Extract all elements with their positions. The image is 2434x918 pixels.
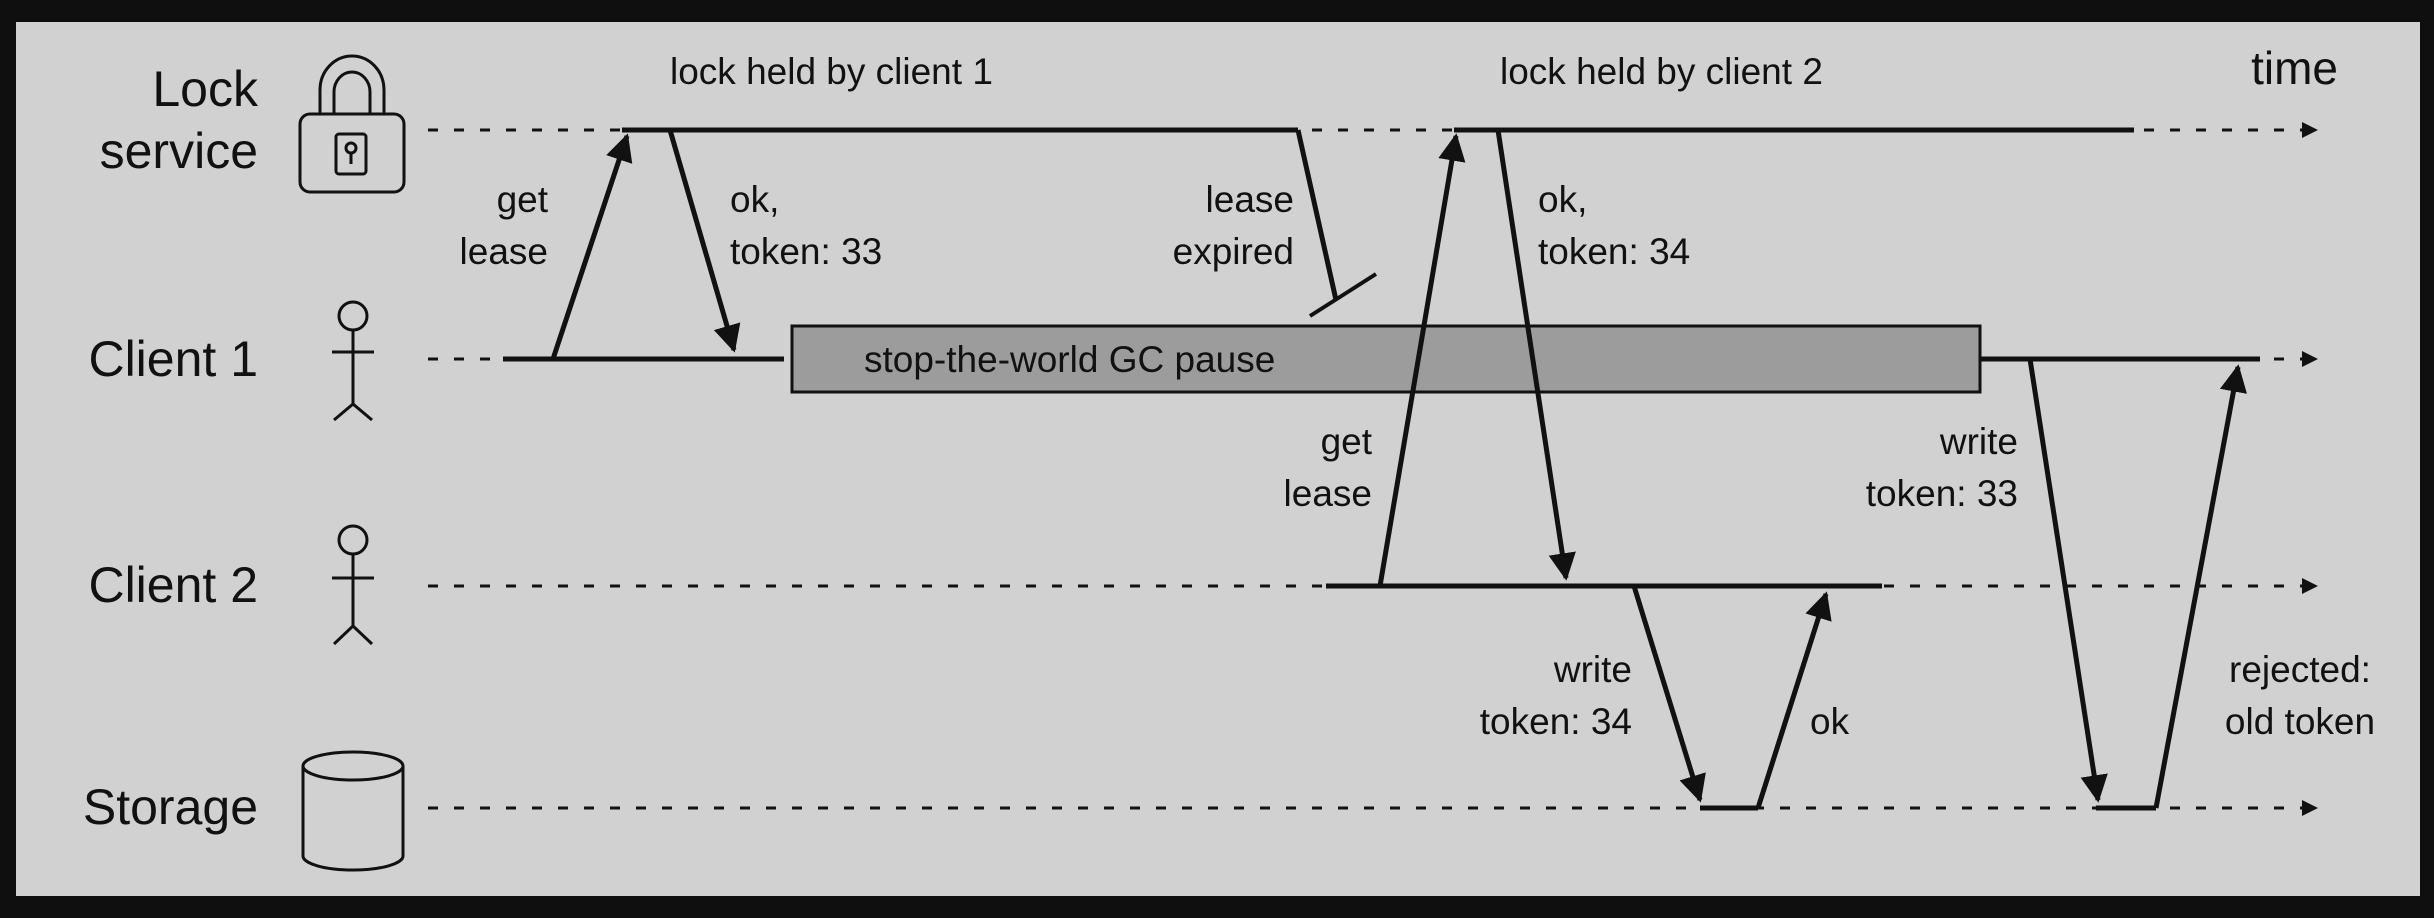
client2-label: Client 2 [88,557,258,613]
client1-label: Client 1 [88,331,258,387]
c1-get-lease-label-2: lease [460,231,548,272]
client1-get-lease-arrow [550,133,633,360]
database-cylinder-icon [301,750,405,872]
lease-expired-label-1: lease [1206,179,1294,220]
client2-get-lease-arrow [1377,133,1466,587]
timeline-arrowheads [2302,122,2318,816]
c1-write-label-2: token: 33 [1866,473,2018,514]
client1-person-icon [332,300,374,422]
storage-ok-arrow [1755,591,1832,809]
client2-ok-token34-arrow [1495,129,1576,581]
c2-ok-token-label-1: ok, [1538,179,1587,220]
padlock-icon [298,54,406,194]
storage-label: Storage [83,779,258,835]
c2-write-label-1: write [1553,649,1632,690]
c1-ok-token-label-2: token: 33 [730,231,882,272]
storage-ok-label: ok [1810,701,1850,742]
message-labels: get lease ok, token: 33 lease expired ok… [460,179,2376,742]
c2-get-lease-label-2: lease [1284,473,1372,514]
c1-ok-token-label-1: ok, [730,179,779,220]
client2-time-arrowhead [2302,578,2318,594]
gc-pause-bar: stop-the-world GC pause [790,324,1982,394]
storage-time-arrowhead [2302,800,2318,816]
c2-write-label-2: token: 34 [1480,701,1632,742]
message-arrows [550,129,2247,809]
client2-write-token34-arrow [1631,585,1706,803]
lock-held-client2-label: lock held by client 2 [1500,51,1823,92]
gc-pause-label: stop-the-world GC pause [864,339,1275,380]
active-segments [503,127,2260,811]
client2-person-icon [332,524,374,646]
time-label: time [2251,42,2338,94]
diagram-canvas: stop-the-world GC pause [83,42,2376,872]
timelines [428,128,2306,810]
c1-write-label-1: write [1939,421,2018,462]
lock-service-time-arrowhead [2302,122,2318,138]
actor-labels: Lock service Client 1 Client 2 Storage [83,61,259,835]
c1-get-lease-label-1: get [497,179,549,220]
gc-pause-rect [790,324,1982,394]
client1-ok-token33-arrow [667,129,741,353]
client1-time-arrowhead [2302,351,2318,367]
client1-write-token33-arrow [2027,358,2108,803]
rejected-label-2: old token [2225,701,2375,742]
lock-service-label-line2: service [100,123,258,179]
rejected-label-1: rejected: [2229,649,2371,690]
sequence-diagram: stop-the-world GC pause [16,22,2420,896]
lease-expired-label-2: expired [1173,231,1294,272]
lock-held-client1-label: lock held by client 1 [670,51,993,92]
lease-expired-line [1295,129,1339,301]
lock-service-label-line1: Lock [152,61,259,117]
lease-expired-cross [1308,272,1378,318]
storage-rejected-arrow [2153,364,2247,809]
c2-get-lease-label-1: get [1321,421,1373,462]
c2-ok-token-label-2: token: 34 [1538,231,1690,272]
